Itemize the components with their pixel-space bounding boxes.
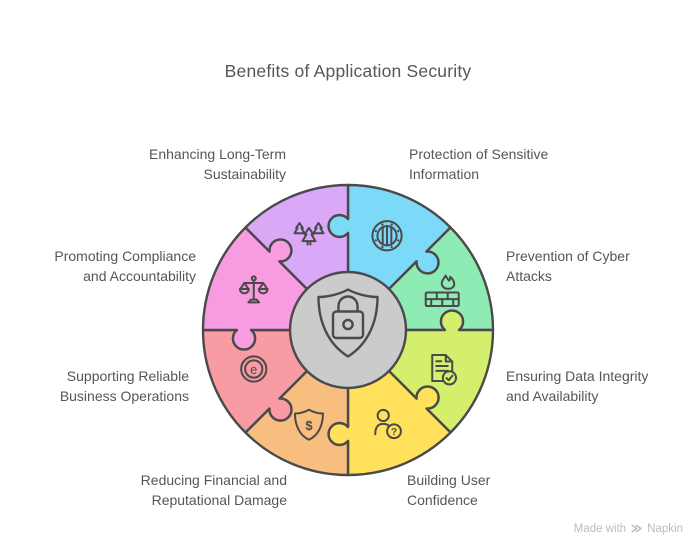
shield-dollar-icon: $ <box>293 408 324 441</box>
watermark-brand: Napkin <box>647 522 683 535</box>
e-circle-icon: e <box>240 355 268 383</box>
segment-label-supporting-reliable-business-operations: Supporting Reliable Business Operations <box>59 368 189 404</box>
firewall-icon <box>424 274 460 307</box>
segment-label-protection-of-sensitive-information: Protection of Sensitive Information <box>409 146 549 182</box>
segment-label-building-user-confidence: Building User Confidence <box>407 472 491 508</box>
svg-text:$: $ <box>305 418 313 433</box>
vault-icon <box>371 220 403 252</box>
puzzle-segment-enhancing-long-term-sustainability <box>244 183 350 292</box>
page-title: Benefits of Application Security <box>224 61 472 81</box>
segment-label-prevention-of-cyber-attacks: Prevention of Cyber Attacks <box>506 248 630 284</box>
document-check-icon <box>431 354 458 386</box>
segment-label-promoting-compliance-and-accountability: Promoting Compliance and Accountability <box>54 248 196 284</box>
svg-text:e: e <box>250 363 257 377</box>
scales-icon <box>238 275 269 304</box>
svg-text:?: ? <box>391 427 397 438</box>
user-question-icon: ? <box>374 408 402 440</box>
segment-label-reducing-financial-and-reputational-damage: Reducing Financial and Reputational Dama… <box>140 472 287 508</box>
segment-label-ensuring-data-integrity-and-availability: Ensuring Data Integrity and Availability <box>506 368 649 404</box>
napkin-logo-icon <box>631 524 642 533</box>
segment-label-enhancing-long-term-sustainability: Enhancing Long-Term Sustainability <box>149 146 286 182</box>
watermark: Made with Napkin <box>574 522 683 535</box>
watermark-text: Made with <box>573 522 627 535</box>
pine-trees-icon <box>293 222 325 246</box>
shield-lock-icon <box>288 270 408 390</box>
